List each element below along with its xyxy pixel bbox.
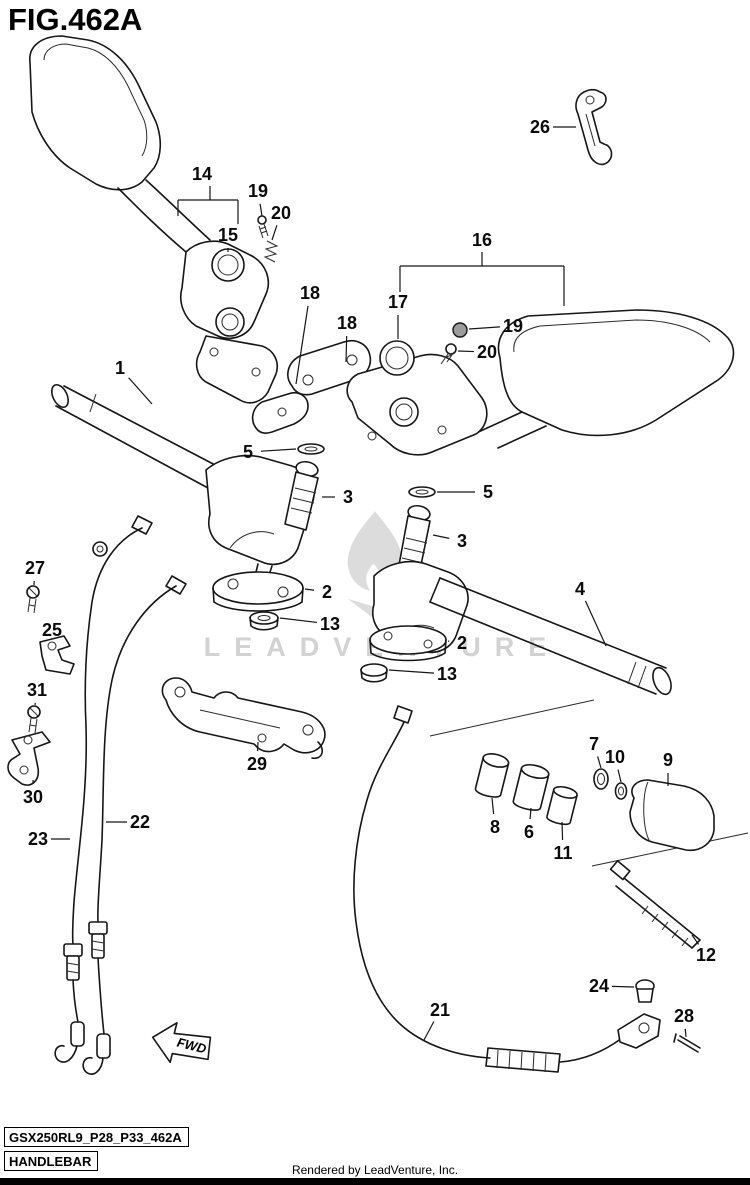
part-number-label: 13 [320,614,340,634]
leader-line [611,985,635,988]
part-number-label: 5 [243,442,253,462]
bottom-black-bar [0,1178,750,1185]
part-number-label: 17 [388,292,408,312]
clutch-cable [353,705,701,1073]
leader-line [691,934,700,945]
part-number-label: 22 [130,812,150,832]
part-number-label: 3 [343,487,353,507]
leader-line [529,807,532,820]
figure-code-box: GSX250RL9_P28_P33_462A [4,1127,189,1147]
part-number-label: 20 [477,342,497,362]
mirror-screws [257,215,468,365]
part-number-label: 23 [28,829,48,849]
part-number-label: 25 [42,620,62,640]
part-number-label: 18 [300,283,320,303]
leader-line [684,1028,687,1038]
part-number-label: 28 [674,1006,694,1026]
leader-line [279,617,318,624]
leader-line [617,769,622,783]
part-number-label: 27 [25,558,45,578]
fwd-arrow-label: FWD [175,1035,208,1057]
part-number-label: 7 [589,734,599,754]
left-mirror [29,35,278,404]
wiring-harness-bracket [161,677,326,760]
leader-line [388,669,435,674]
leader-line [260,448,297,452]
handlebar-right-half [360,486,672,696]
part-number-label: 12 [696,945,716,965]
leader-line [561,821,564,841]
figure-name-box: HANDLEBAR [4,1151,99,1171]
part-number-label: 2 [457,633,467,653]
leader-line [432,534,450,539]
leader-line [468,326,501,330]
leader-line [491,797,495,815]
part-number-label: 29 [247,754,267,774]
rendered-by-credit: Rendered by LeadVenture, Inc. [291,1163,459,1177]
part-number-label: 10 [605,747,625,767]
part-number-label: 5 [483,482,493,502]
leader-line [345,335,348,363]
leader-line [457,350,475,353]
part-number-label: 13 [437,664,457,684]
part-number-label: 15 [218,225,238,245]
part-number-label: 2 [322,582,332,602]
cable-stay-clip [575,88,613,166]
part-number-label: 14 [192,164,212,184]
part-number-label: 1 [115,358,125,378]
part-number-label: 21 [430,1000,450,1020]
part-number-label: 18 [337,313,357,333]
part-number-label: 6 [524,822,534,842]
cable-guide-brackets [7,585,75,786]
leader-line [584,600,607,647]
part-number-label: 8 [490,817,500,837]
fwd-arrow: FWD [151,1021,212,1064]
part-number-label: 26 [530,117,550,137]
part-number-label: 30 [23,787,43,807]
part-number-label: 19 [248,181,268,201]
leader-line [128,377,153,405]
leader-line [597,756,602,769]
right-mirror [346,309,735,456]
part-number-label: 24 [589,976,609,996]
part-number-label: 19 [503,316,523,336]
leader-line [259,203,263,217]
handlebar-left-half [50,383,325,631]
part-number-label: 3 [457,531,467,551]
part-number-label: 31 [27,680,47,700]
leader-line [271,225,278,241]
part-number-label: 11 [553,843,572,863]
callout-brackets [177,186,565,306]
figure-title: FIG.462A [8,2,143,37]
part-number-label: 16 [472,230,492,250]
bar-end-parts [429,699,749,949]
part-number-label: 4 [575,579,585,599]
part-number-label: 20 [271,203,291,223]
leader-line [423,1021,435,1041]
leader-line [295,305,309,385]
throttle-cables [54,515,187,1075]
leader-line [304,588,315,591]
part-number-label: 9 [663,750,673,770]
